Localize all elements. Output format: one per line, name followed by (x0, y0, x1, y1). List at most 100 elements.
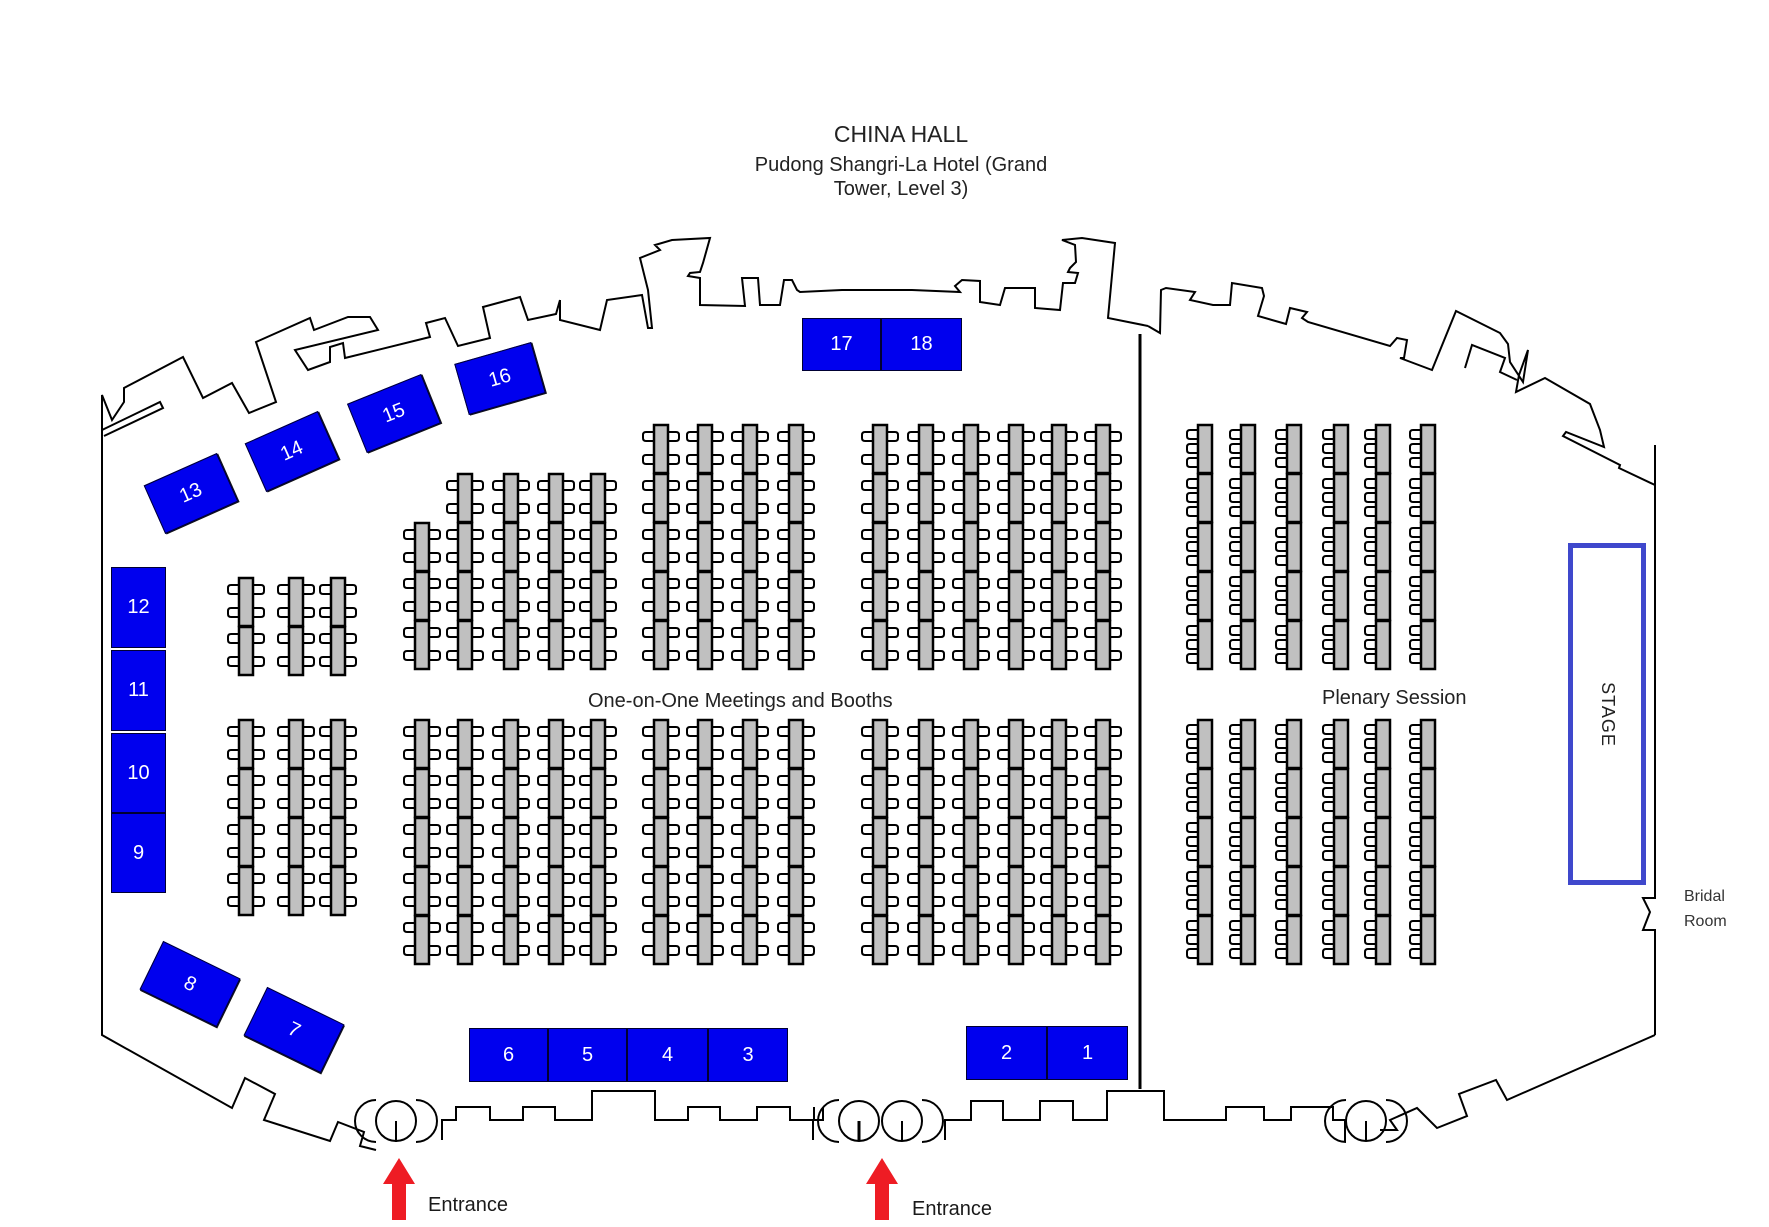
meeting-table[interactable] (642, 718, 680, 770)
meeting-table[interactable] (1084, 423, 1122, 475)
meeting-table[interactable] (642, 767, 680, 819)
meeting-table[interactable] (952, 521, 990, 573)
meeting-table[interactable] (492, 865, 530, 917)
meeting-table[interactable] (1322, 619, 1350, 671)
meeting-table[interactable] (537, 521, 575, 573)
meeting-table[interactable] (1229, 914, 1257, 966)
meeting-table[interactable] (1275, 570, 1303, 622)
meeting-table[interactable] (861, 570, 899, 622)
meeting-table[interactable] (1409, 521, 1437, 573)
meeting-table[interactable] (861, 472, 899, 524)
meeting-table[interactable] (1275, 914, 1303, 966)
meeting-table[interactable] (403, 865, 441, 917)
meeting-table[interactable] (277, 576, 315, 628)
booth-6[interactable]: 6 (469, 1028, 548, 1082)
meeting-table[interactable] (1040, 865, 1078, 917)
meeting-table[interactable] (446, 816, 484, 868)
meeting-table[interactable] (1040, 570, 1078, 622)
meeting-table[interactable] (1040, 718, 1078, 770)
meeting-table[interactable] (731, 767, 769, 819)
meeting-table[interactable] (861, 816, 899, 868)
meeting-table[interactable] (686, 718, 724, 770)
meeting-table[interactable] (579, 767, 617, 819)
meeting-table[interactable] (1322, 914, 1350, 966)
meeting-table[interactable] (952, 718, 990, 770)
meeting-table[interactable] (537, 767, 575, 819)
meeting-table[interactable] (1364, 865, 1392, 917)
meeting-table[interactable] (777, 767, 815, 819)
meeting-table[interactable] (403, 570, 441, 622)
meeting-table[interactable] (1084, 816, 1122, 868)
meeting-table[interactable] (731, 816, 769, 868)
meeting-table[interactable] (997, 472, 1035, 524)
meeting-table[interactable] (731, 718, 769, 770)
meeting-table[interactable] (1229, 816, 1257, 868)
meeting-table[interactable] (997, 619, 1035, 671)
meeting-table[interactable] (1364, 816, 1392, 868)
meeting-table[interactable] (952, 914, 990, 966)
meeting-table[interactable] (642, 619, 680, 671)
meeting-table[interactable] (227, 816, 265, 868)
meeting-table[interactable] (537, 570, 575, 622)
meeting-table[interactable] (1364, 914, 1392, 966)
meeting-table[interactable] (1186, 570, 1214, 622)
meeting-table[interactable] (1275, 619, 1303, 671)
meeting-table[interactable] (777, 472, 815, 524)
meeting-table[interactable] (1229, 767, 1257, 819)
meeting-table[interactable] (1275, 816, 1303, 868)
meeting-table[interactable] (1322, 816, 1350, 868)
meeting-table[interactable] (686, 423, 724, 475)
meeting-table[interactable] (907, 865, 945, 917)
meeting-table[interactable] (1364, 767, 1392, 819)
meeting-table[interactable] (1322, 423, 1350, 475)
meeting-table[interactable] (777, 619, 815, 671)
meeting-table[interactable] (446, 767, 484, 819)
meeting-table[interactable] (1322, 472, 1350, 524)
meeting-table[interactable] (997, 718, 1035, 770)
meeting-table[interactable] (1084, 914, 1122, 966)
meeting-table[interactable] (952, 767, 990, 819)
meeting-table[interactable] (642, 865, 680, 917)
meeting-table[interactable] (403, 767, 441, 819)
meeting-table[interactable] (1409, 472, 1437, 524)
meeting-table[interactable] (997, 570, 1035, 622)
meeting-table[interactable] (1275, 767, 1303, 819)
meeting-table[interactable] (731, 914, 769, 966)
booth-12[interactable]: 12 (111, 567, 166, 648)
booth-10[interactable]: 10 (111, 733, 166, 813)
meeting-table[interactable] (492, 816, 530, 868)
meeting-table[interactable] (777, 521, 815, 573)
meeting-table[interactable] (686, 865, 724, 917)
meeting-table[interactable] (1409, 767, 1437, 819)
meeting-table[interactable] (997, 816, 1035, 868)
meeting-table[interactable] (1364, 718, 1392, 770)
meeting-table[interactable] (731, 521, 769, 573)
meeting-table[interactable] (907, 816, 945, 868)
meeting-table[interactable] (686, 816, 724, 868)
meeting-table[interactable] (1186, 816, 1214, 868)
meeting-table[interactable] (403, 521, 441, 573)
meeting-table[interactable] (1040, 619, 1078, 671)
meeting-table[interactable] (952, 472, 990, 524)
meeting-table[interactable] (227, 625, 265, 677)
meeting-table[interactable] (1275, 423, 1303, 475)
meeting-table[interactable] (686, 570, 724, 622)
meeting-table[interactable] (227, 767, 265, 819)
meeting-table[interactable] (446, 865, 484, 917)
meeting-table[interactable] (1229, 718, 1257, 770)
meeting-table[interactable] (907, 521, 945, 573)
meeting-table[interactable] (1186, 472, 1214, 524)
meeting-table[interactable] (861, 423, 899, 475)
meeting-table[interactable] (579, 472, 617, 524)
meeting-table[interactable] (952, 619, 990, 671)
meeting-table[interactable] (731, 570, 769, 622)
booth-1[interactable]: 1 (1047, 1026, 1128, 1080)
meeting-table[interactable] (997, 521, 1035, 573)
meeting-table[interactable] (1084, 570, 1122, 622)
meeting-table[interactable] (861, 619, 899, 671)
meeting-table[interactable] (277, 625, 315, 677)
meeting-table[interactable] (277, 767, 315, 819)
meeting-table[interactable] (1229, 423, 1257, 475)
meeting-table[interactable] (446, 619, 484, 671)
meeting-table[interactable] (686, 767, 724, 819)
